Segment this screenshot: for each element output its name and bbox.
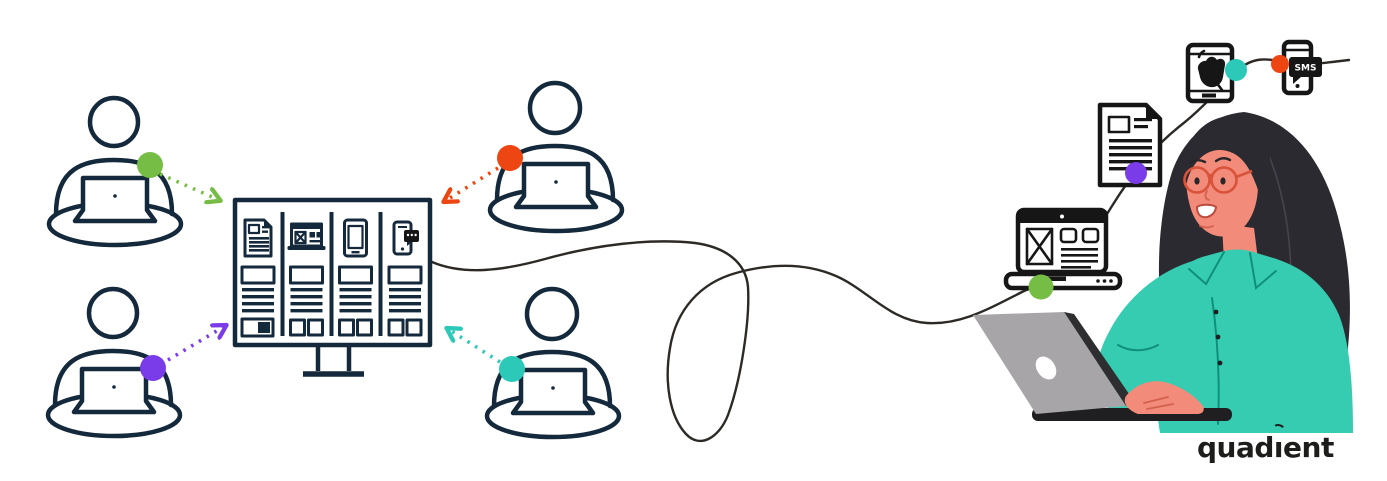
flow-dot-green	[1028, 274, 1054, 300]
button-block	[289, 318, 306, 337]
eye-left	[1194, 177, 1200, 185]
tablet-icon	[343, 218, 368, 258]
red-dot	[497, 145, 523, 171]
green-dot	[137, 152, 163, 178]
sms-label: SMS	[1295, 64, 1317, 74]
header-block	[289, 265, 324, 285]
logo-letter-i: ı	[1273, 431, 1284, 464]
woman-illustration	[973, 112, 1353, 433]
shoulders	[53, 157, 175, 217]
purple-dot	[140, 355, 166, 381]
person-bottom-left	[45, 286, 225, 439]
button-block	[307, 318, 324, 337]
eyebrow-left	[1188, 159, 1207, 165]
webpage-icon	[287, 222, 326, 250]
flow-dot-teal	[1225, 59, 1247, 81]
mobile-chat-icon	[392, 220, 419, 256]
eye-right	[1220, 177, 1226, 185]
logo-text-pre: quad	[1197, 431, 1274, 464]
mouth	[1195, 203, 1218, 219]
shirt-button	[1215, 334, 1221, 340]
button-block	[356, 318, 373, 337]
monitor-column-document	[240, 218, 276, 338]
laptop	[72, 175, 158, 224]
eyebrow-right	[1214, 157, 1232, 163]
template-monitor	[232, 197, 433, 377]
sms-phone-icon: SMS	[1281, 39, 1322, 96]
button-block	[387, 318, 405, 337]
document-icon	[243, 218, 273, 258]
laptop-lid-edge	[1064, 312, 1136, 406]
laptop	[71, 366, 157, 415]
quadient-logo: quadıent	[1197, 434, 1334, 462]
laptop	[510, 367, 596, 416]
flow-line	[430, 58, 1351, 443]
header-block	[387, 265, 423, 285]
shirt-button	[1217, 360, 1223, 366]
head	[87, 95, 141, 149]
teal-dot	[499, 356, 525, 382]
finger-line	[1146, 403, 1174, 410]
flow-dot-orange	[1271, 55, 1289, 73]
finger-line	[1143, 396, 1169, 404]
person-bottom-center	[448, 286, 622, 440]
collar-right	[1249, 252, 1277, 290]
head	[527, 80, 583, 136]
purple-arrow	[167, 326, 225, 362]
monitor-column-webpage	[287, 222, 326, 337]
green-arrow	[159, 172, 219, 200]
button-block	[338, 318, 355, 337]
glasses-icon	[1183, 166, 1253, 194]
logo-text-post: ent	[1283, 431, 1334, 464]
head	[86, 286, 140, 340]
laptop-logo-dot	[113, 194, 117, 198]
person-top-left	[46, 95, 219, 248]
laptop-logo-dot	[551, 386, 555, 390]
hair-front	[1181, 115, 1272, 235]
monitor-column-mobile	[387, 220, 423, 337]
header-block	[338, 265, 373, 285]
red-arrow	[445, 166, 499, 201]
sleeve-fold-line	[1117, 344, 1159, 352]
nose	[1204, 190, 1210, 201]
flow-dot-purple	[1125, 162, 1147, 184]
button-block	[405, 318, 423, 337]
shirt-button	[1213, 309, 1219, 315]
collar-left	[1188, 251, 1225, 286]
header-block	[240, 265, 276, 285]
laptop	[513, 161, 599, 210]
teal-arrow	[448, 329, 501, 364]
person-top-center	[445, 80, 625, 234]
tablet-tap-icon	[1185, 42, 1235, 104]
laptop-lid-logo	[1035, 356, 1057, 380]
sleeve-arm	[1095, 260, 1216, 418]
monitor-column-tablet	[338, 218, 373, 337]
document-output-icon	[1097, 102, 1163, 188]
chin-line	[1199, 225, 1214, 229]
head	[524, 286, 580, 342]
laptop-logo-dot	[554, 180, 558, 184]
laptop-logo-dot	[112, 385, 116, 389]
laptop-wireframe-icon	[1003, 207, 1123, 291]
